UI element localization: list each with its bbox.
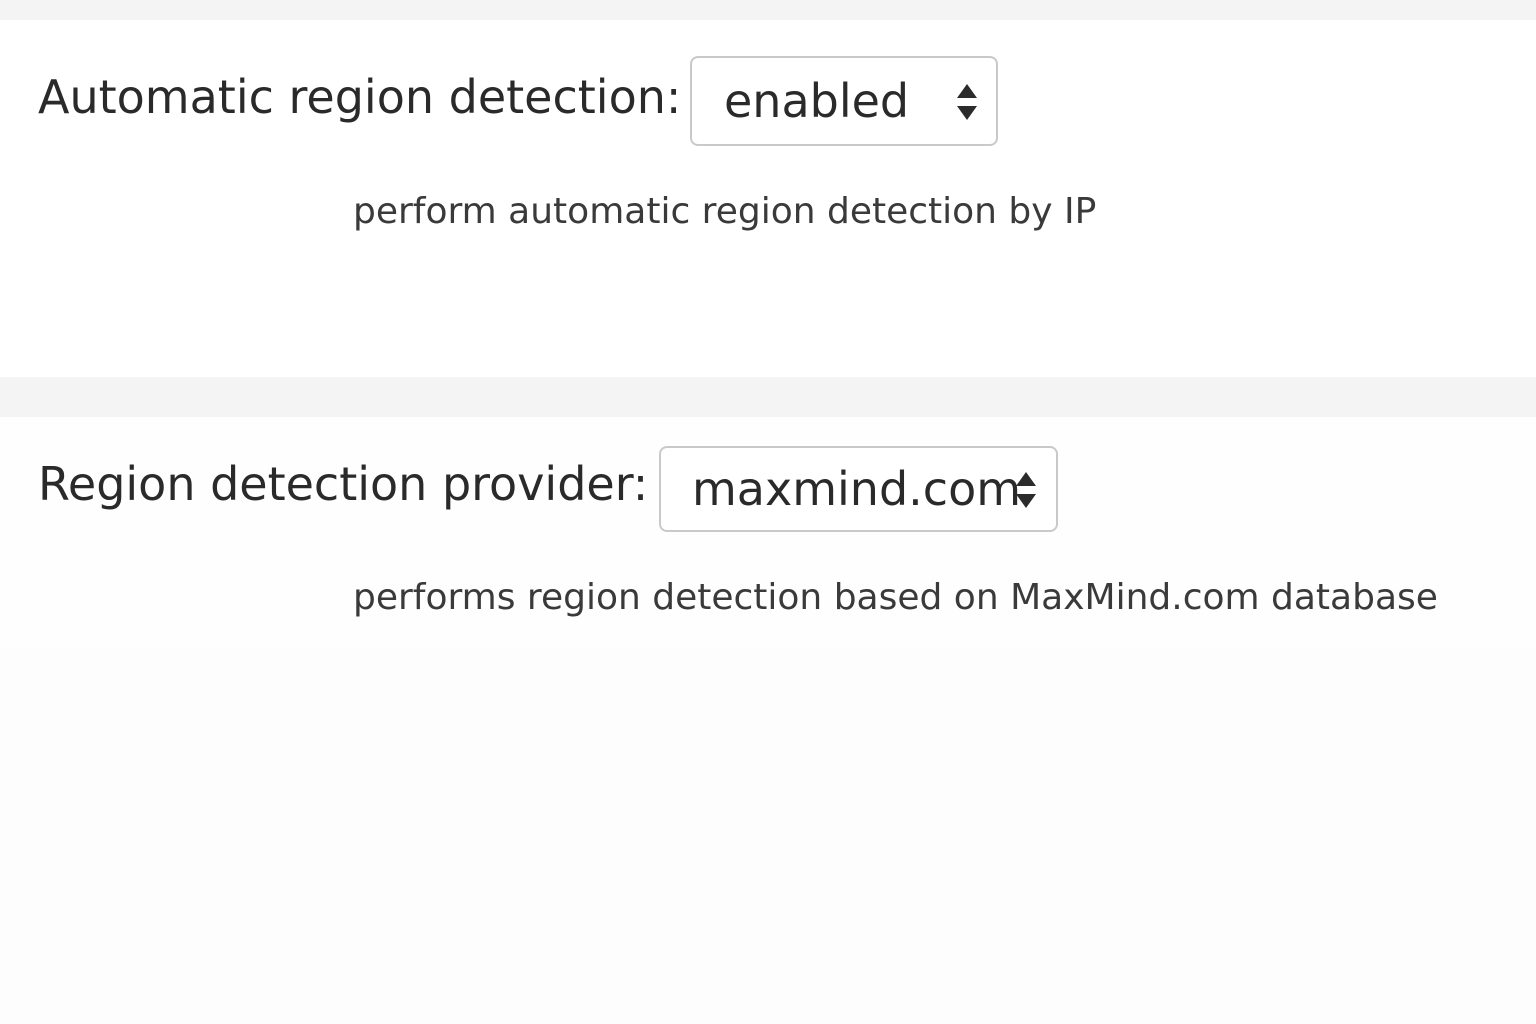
chevron-updown-icon	[1016, 472, 1036, 508]
region-provider-label: Region detection provider:	[38, 457, 649, 511]
region-provider-selected-value: maxmind.com	[692, 462, 1022, 516]
section-divider	[0, 377, 1536, 417]
region-detection-label: Automatic region detection:	[38, 70, 682, 124]
region-detection-help: perform automatic region detection by IP	[353, 191, 1097, 232]
region-provider-help: performs region detection based on MaxMi…	[353, 577, 1438, 618]
top-divider	[0, 0, 1536, 20]
region-provider-select[interactable]: maxmind.com	[659, 446, 1058, 532]
chevron-updown-icon	[957, 84, 977, 120]
region-detection-selected-value: enabled	[724, 74, 910, 128]
region-detection-select[interactable]: enabled	[690, 56, 998, 146]
